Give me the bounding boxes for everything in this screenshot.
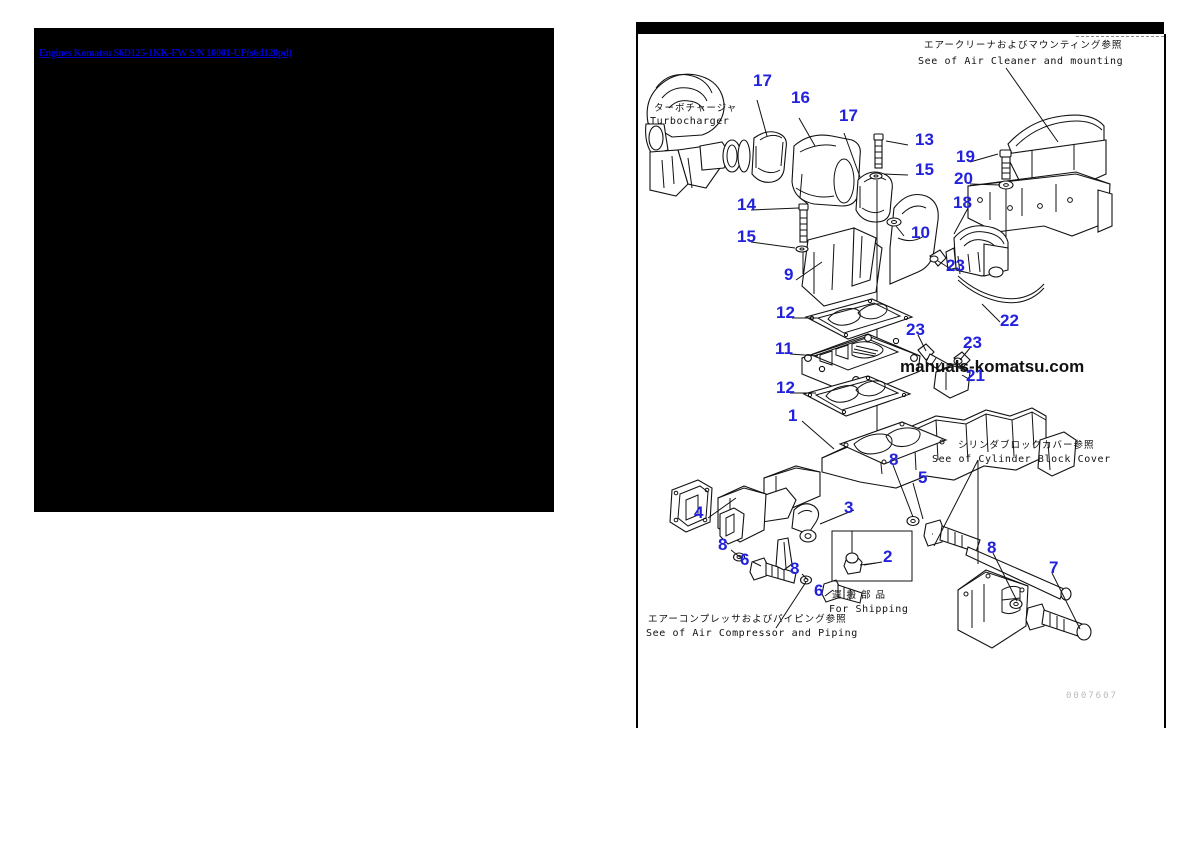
callout-22: 22 [1000, 311, 1019, 330]
cylinder-block-cover-note-jp: シリンダブロックカバー参照 [958, 439, 1095, 451]
callout-19: 19 [956, 147, 975, 166]
bolt-7 [1025, 603, 1092, 641]
bolt-5 [923, 519, 981, 553]
callout-8: 8 [987, 538, 996, 557]
callout-16: 16 [791, 88, 810, 107]
diagram-frame-right-edge [1164, 34, 1166, 728]
clamp-17-right [855, 171, 893, 223]
leader-lines [707, 67, 1081, 630]
cable-22 [957, 275, 1045, 300]
dowel-pin [775, 537, 793, 571]
diagram-top-bar [636, 22, 1164, 34]
connector-pipe-9 [801, 193, 939, 307]
air-cleaner-note-jp: エアークリーナおよびマウンティング参照 [924, 39, 1122, 51]
bolt-13 [873, 133, 884, 169]
for-shipping-box [831, 530, 913, 582]
callout-23: 23 [906, 320, 925, 339]
callout-13: 13 [915, 130, 934, 149]
callout-23: 23 [946, 256, 965, 275]
callout-7: 7 [1049, 558, 1058, 577]
callout-4: 4 [694, 503, 704, 522]
document-preview-panel: Engines Komatsu S6D125-1KK-FW S/N 10001-… [34, 28, 554, 512]
bolt-6-left [749, 557, 797, 584]
callout-12: 12 [776, 378, 795, 397]
diagram-frame-dashed-edge [1076, 36, 1164, 38]
gasket-12-lower [802, 375, 912, 417]
drawing-number: 0007607 [1066, 691, 1118, 701]
washer-10 [886, 217, 902, 227]
washer-8-lower-right [1009, 598, 1023, 610]
cover-plate-4 [669, 479, 713, 533]
washer-15-upper [869, 172, 883, 180]
callout-number-layer: 1234566788889101112121314151516171718192… [694, 71, 1058, 600]
parts-diagram-illustration: ターボチャージャ Turbocharger [645, 39, 1123, 701]
turbocharger-group [645, 73, 751, 197]
air-cleaner-bracket [967, 114, 1113, 237]
actuator-18 [945, 225, 1009, 278]
air-cleaner-note-en: See of Air Cleaner and mounting [918, 56, 1123, 67]
callout-5: 5 [918, 468, 927, 487]
callout-15: 15 [737, 227, 756, 246]
turbocharger-note-jp: ターボチャージャ [654, 103, 737, 114]
gasket-12-upper [804, 298, 914, 340]
washer-8-center [906, 515, 920, 527]
callout-23: 23 [963, 333, 982, 352]
air-compressor-note-en: See of Air Compressor and Piping [646, 628, 858, 639]
callout-11: 11 [775, 339, 793, 358]
hose-16 [791, 134, 861, 207]
cylinder-block-cover [957, 569, 1029, 649]
callout-17: 17 [753, 71, 772, 90]
connecting-tube [932, 533, 1072, 601]
callout-21: 21 [966, 366, 985, 385]
callout-15: 15 [915, 160, 934, 179]
callout-8: 8 [889, 450, 898, 469]
document-title-link[interactable]: Engines Komatsu S6D125-1KK-FW S/N 10001-… [39, 48, 292, 59]
bracket-housing-3 [717, 485, 820, 545]
callout-20: 20 [954, 169, 973, 188]
bolt-14 [798, 203, 809, 243]
clamp-17-left [751, 131, 787, 183]
callout-3: 3 [844, 498, 853, 517]
washer-20 [998, 180, 1014, 190]
callout-14: 14 [737, 195, 756, 214]
callout-17: 17 [839, 106, 858, 125]
callout-6: 6 [740, 550, 749, 569]
callout-8: 8 [718, 535, 727, 554]
callout-10: 10 [911, 223, 930, 242]
callout-12: 12 [776, 303, 795, 322]
callout-1: 1 [788, 406, 797, 425]
bracket-21 [933, 363, 971, 399]
for-shipping-note-en: For Shipping [829, 604, 908, 615]
turbocharger-note-en: Turbocharger [650, 116, 729, 127]
air-compressor-note-jp: エアーコンプレッサおよびパイピング参照 [648, 613, 847, 625]
callout-2: 2 [883, 547, 892, 566]
cylinder-block-cover-note-en: See of Cylinder Block Cover [932, 454, 1111, 465]
site-watermark: manuals-komatsu.com [900, 357, 1084, 376]
callout-18: 18 [953, 193, 972, 212]
washer-15-lower [795, 245, 809, 253]
callout-6: 6 [814, 581, 823, 600]
clip-23-upper [929, 249, 947, 267]
callout-9: 9 [784, 265, 793, 284]
bolt-19 [999, 149, 1012, 180]
diagram-frame-left-edge [636, 34, 638, 728]
parts-diagram-panel: ターボチャージャ Turbocharger [636, 22, 1166, 728]
intake-cover-11 [801, 333, 921, 397]
for-shipping-note-jp: 運 搬 部 品 [832, 589, 886, 601]
callout-8: 8 [790, 559, 799, 578]
